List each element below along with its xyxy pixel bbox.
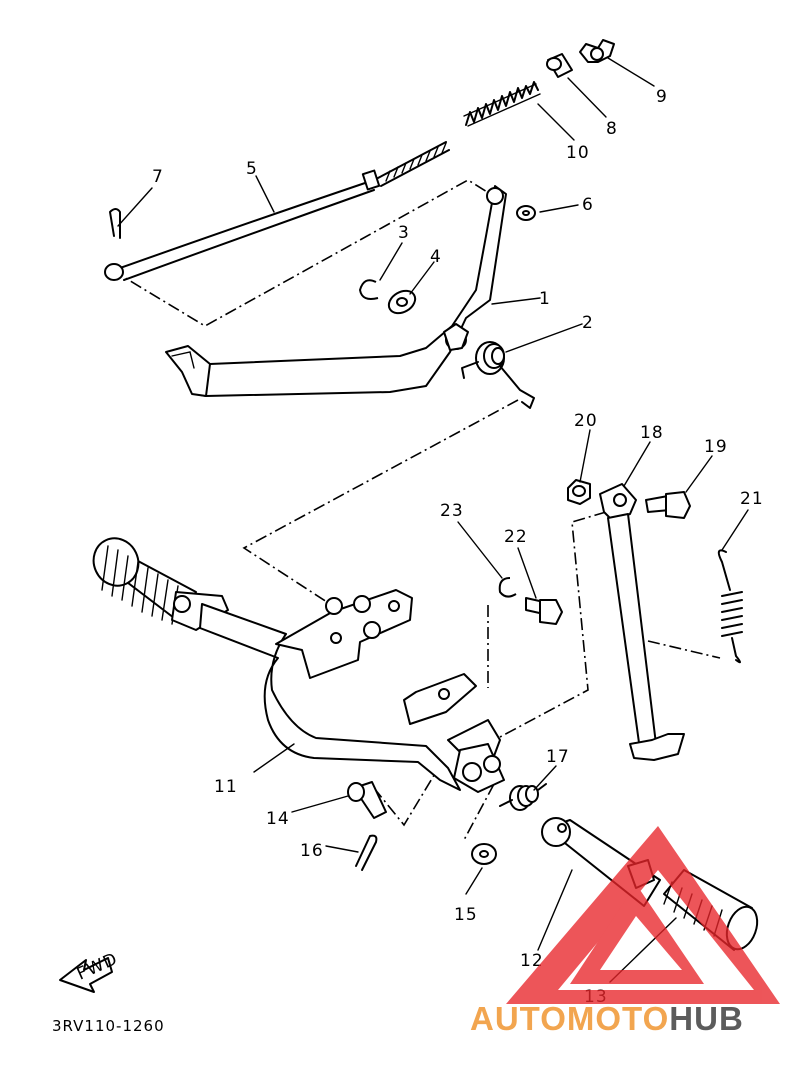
wing-nut bbox=[579, 39, 615, 63]
brake-return-spring bbox=[461, 341, 535, 409]
watermark-logo-icon bbox=[506, 826, 780, 1004]
leader-lines bbox=[117, 57, 749, 983]
footrest-bracket bbox=[92, 537, 505, 793]
label-part-4: 4 bbox=[430, 247, 442, 267]
watermark-part2: HUB bbox=[669, 1000, 744, 1037]
label-part-1: 1 bbox=[539, 289, 551, 309]
label-part-7: 7 bbox=[152, 167, 164, 187]
fwd-arrow: FWD bbox=[59, 949, 121, 993]
label-part-23: 23 bbox=[440, 501, 464, 521]
washer-4 bbox=[387, 289, 417, 315]
label-part-14: 14 bbox=[266, 809, 290, 829]
side-stand bbox=[599, 483, 685, 761]
joint-collar bbox=[546, 53, 573, 78]
label-part-9: 9 bbox=[656, 87, 668, 107]
compression-spring bbox=[463, 81, 541, 127]
bolt-19 bbox=[645, 491, 691, 519]
part-labels: 1 2 3 4 5 6 7 8 9 10 11 12 13 14 15 16 1… bbox=[152, 87, 764, 1007]
washer-6 bbox=[516, 205, 536, 221]
watermark-text: AUTOMOTOHUB bbox=[470, 1000, 744, 1038]
assembly-lines bbox=[111, 179, 721, 841]
nut-20 bbox=[567, 479, 591, 505]
cotter-pin-16 bbox=[355, 834, 378, 871]
label-part-11: 11 bbox=[214, 777, 238, 797]
label-part-20: 20 bbox=[574, 411, 598, 431]
pivot-pin bbox=[347, 781, 387, 819]
label-part-19: 19 bbox=[704, 437, 728, 457]
label-part-8: 8 bbox=[606, 119, 618, 139]
circlip-23 bbox=[498, 577, 517, 598]
label-part-21: 21 bbox=[740, 489, 764, 509]
washer-15 bbox=[471, 843, 497, 865]
label-part-18: 18 bbox=[640, 423, 664, 443]
label-part-5: 5 bbox=[246, 159, 258, 179]
diagram-code: 3RV110-1260 bbox=[52, 1017, 165, 1035]
label-part-2: 2 bbox=[582, 313, 594, 333]
label-part-22: 22 bbox=[504, 527, 528, 547]
footrest-spring bbox=[499, 783, 547, 811]
stand-spring bbox=[717, 549, 743, 664]
circlip bbox=[359, 279, 379, 300]
bolt-22 bbox=[525, 597, 563, 625]
brake-pedal bbox=[165, 185, 507, 397]
label-part-3: 3 bbox=[398, 223, 410, 243]
cotter-pin-top bbox=[109, 208, 121, 239]
label-part-12: 12 bbox=[520, 951, 544, 971]
brake-rod bbox=[104, 141, 450, 281]
label-part-17: 17 bbox=[546, 747, 570, 767]
watermark-part1: AUTOMOTO bbox=[470, 1000, 670, 1037]
label-part-15: 15 bbox=[454, 905, 478, 925]
label-part-10: 10 bbox=[566, 143, 590, 163]
label-part-16: 16 bbox=[300, 841, 324, 861]
label-part-6: 6 bbox=[582, 195, 594, 215]
